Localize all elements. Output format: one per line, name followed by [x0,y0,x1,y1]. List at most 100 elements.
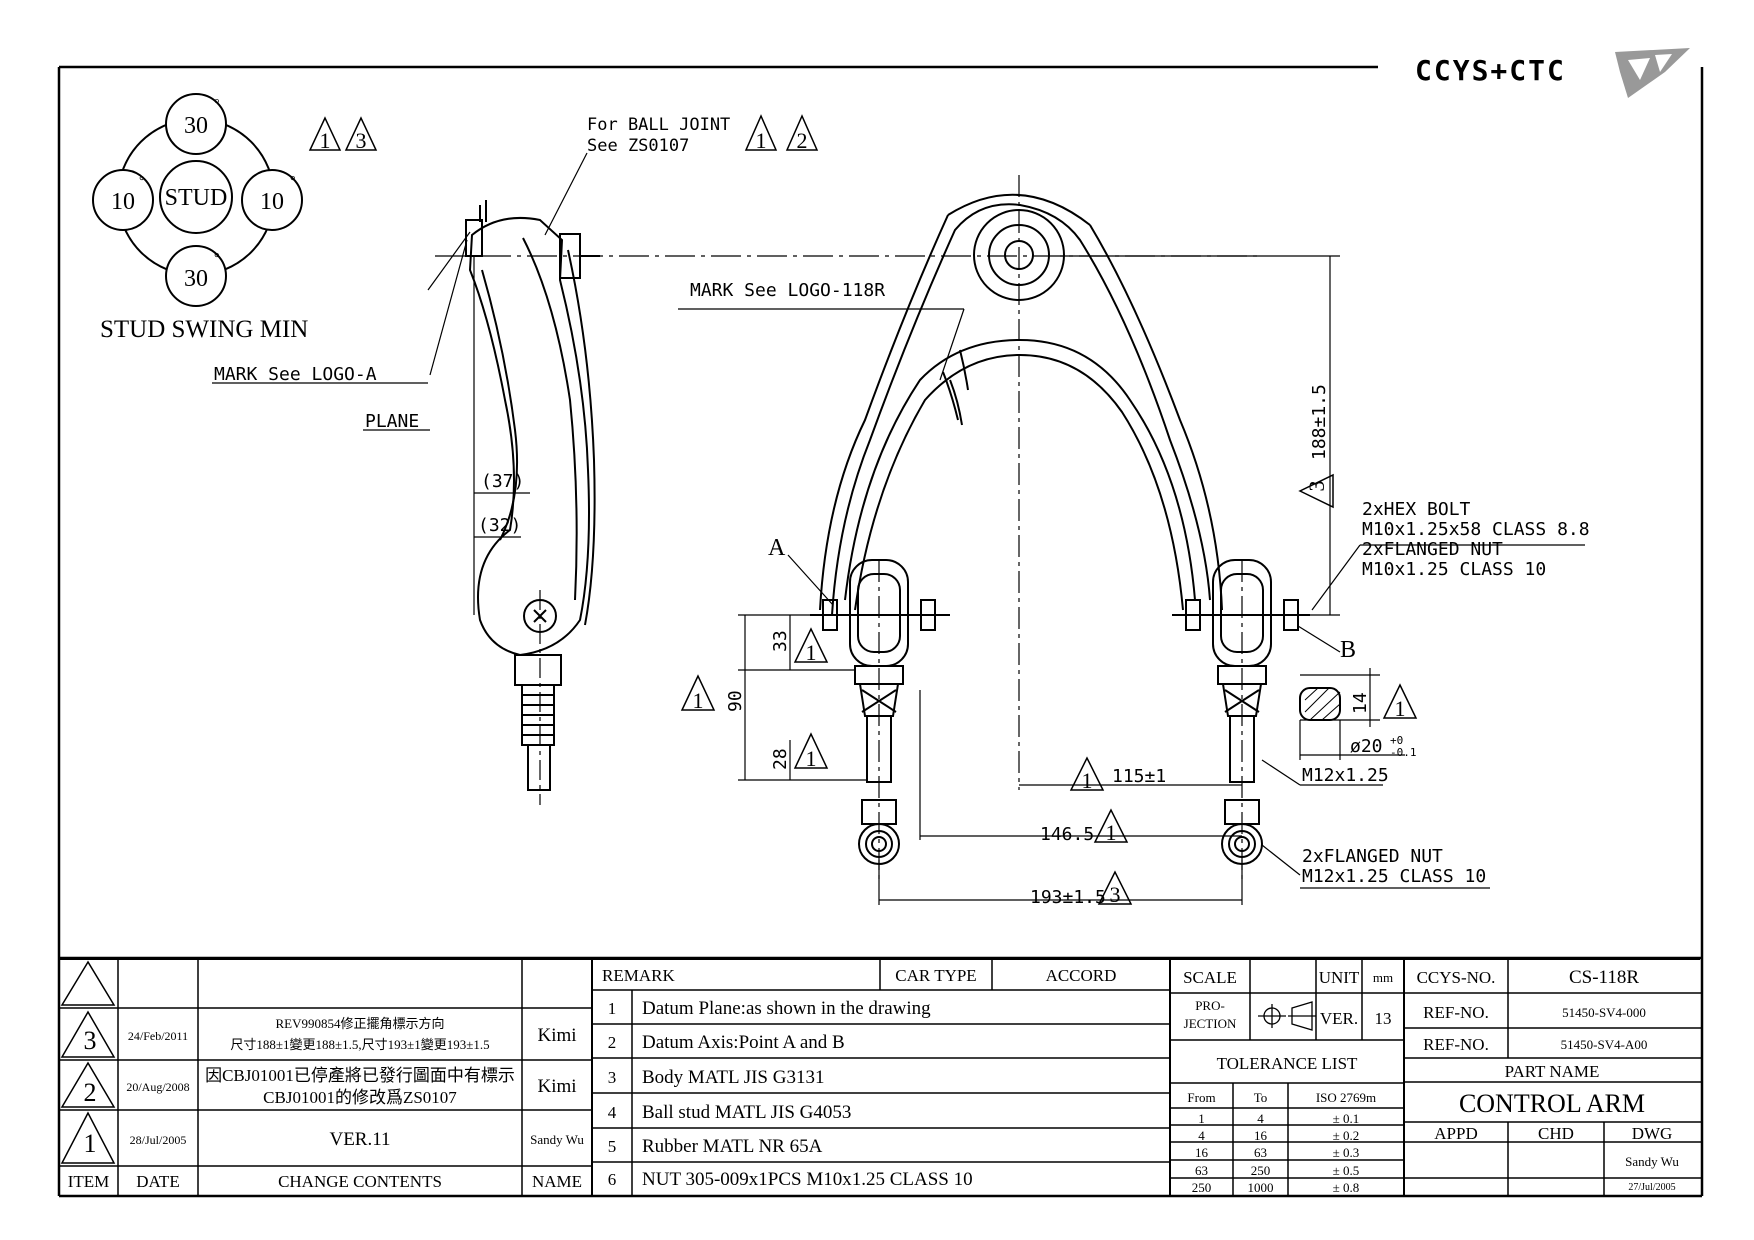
remark-header: REMARK [602,966,675,986]
rev-marker-1: 1 [756,128,767,153]
projection-label-1: PRO- [1195,998,1225,1014]
rev-marker-1: 1 [806,640,817,665]
degree-mark: ° [290,174,296,189]
ccys-no-label: CCYS-NO. [1416,967,1496,987]
drawn-date: 27/Jul/2005 [1628,1181,1676,1193]
remark-no: 4 [607,1102,617,1122]
remark-no: 5 [607,1137,617,1157]
rev-date: 20/Aug/2008 [126,1079,190,1094]
rev-contents-line1: REV990854修正擺角標示方向 [275,1016,445,1032]
degree-mark: ° [139,174,145,189]
rev-marker-1: 1 [693,688,704,713]
dim-115: 115±1 [1112,766,1166,787]
header-date: DATE [136,1172,180,1192]
dim-32: (32) [478,515,521,536]
rev-marker-3: 3 [1110,882,1121,907]
ver-value: 13 [1374,1008,1392,1028]
tol-value: ± 0.2 [1332,1127,1360,1143]
mark-logo-118r: MARK See LOGO-118R [690,280,885,301]
rev-marker-1: 1 [1082,768,1093,793]
rev-name: Kimi [537,1025,577,1047]
bolt-note-1: 2xHEX BOLT [1362,499,1471,520]
tol-value: ± 0.1 [1332,1110,1360,1126]
tol-to: 4 [1257,1110,1264,1126]
tol-value: ± 0.3 [1332,1145,1360,1161]
ref-no-label: REF-NO. [1423,1035,1489,1055]
tol-from: 16 [1195,1145,1208,1161]
tol-to: 63 [1254,1145,1267,1161]
tol-to: 1000 [1247,1180,1274,1196]
logo-text: CCYS+CTC [1415,54,1566,87]
rev-name: Kimi [537,1076,577,1098]
dim-188: 188±1.5 [1309,384,1330,460]
ccys-no-value: CS-118R [1568,966,1640,988]
degree-mark: ° [214,97,220,112]
rev-marker-1: 1 [1395,696,1406,721]
front-view-centerlines [878,175,1243,880]
logo-mark-icon [1615,48,1690,98]
rev-marker-3: 3 [356,128,367,153]
rev-date: 24/Feb/2011 [127,1028,189,1043]
swing-right-value: 10 [260,189,284,215]
dim-28: 28 [770,748,791,770]
tol-to-header: To [1253,1089,1268,1105]
bolt-note-2: M10x1.25x58 CLASS 8.8 [1362,519,1590,540]
swing-top-value: 30 [184,113,208,139]
car-type-value: ACCORD [1045,966,1117,986]
stud-swing-labels: 30 30 10 10 STUD ° ° ° ° STUD SWING MIN [100,97,308,343]
tol-value: ± 0.5 [1332,1163,1360,1179]
part-name-value: CONTROL ARM [1458,1089,1646,1119]
drawn-by: Sandy Wu [1625,1154,1679,1170]
remark-text: Body MATL JIS G3131 [642,1066,825,1088]
ball-joint-text: For BALL JOINT [587,115,730,135]
tol-from: 4 [1198,1127,1205,1143]
tol-minus: -0.1 [1390,746,1417,759]
rev-marker-3: 3 [1304,481,1329,492]
tol-std-header: ISO 2769m [1315,1089,1377,1105]
ball-joint-callout: For BALL JOINT See ZS0107 [587,115,730,156]
dim-37: (37) [481,471,524,492]
header-change-contents: CHANGE CONTENTS [278,1172,442,1192]
front-view-arm [810,193,1341,865]
title-block-triangles [60,960,116,1164]
dim-193: 193±1.5 [1030,887,1106,908]
tol-from: 1 [1198,1110,1205,1126]
ver-label: VER. [1319,1008,1359,1028]
dimension-labels: 188±1.5 115±1 146.5 193±1.5 33 90 28 14 … [725,384,1590,908]
remark-text: Datum Plane:as shown in the drawing [642,998,931,1020]
rev-marker-1: 1 [320,128,331,153]
scale-value [1250,960,1316,995]
ball-joint-ref: See ZS0107 [587,136,689,156]
rev-contents-line2: 尺寸188±1變更188±1.5,尺寸193±1變更193±1.5 [230,1037,490,1053]
revision-markers-drawing [680,473,1418,905]
rev-contents-line1: VER.11 [329,1129,391,1151]
header-item: ITEM [67,1172,110,1192]
tol-value: ± 0.8 [1332,1180,1360,1196]
ref-no-label: REF-NO. [1423,1002,1489,1022]
tol-from: 250 [1191,1180,1212,1196]
part-name-label: PART NAME [1504,1062,1600,1082]
header-name: NAME [531,1172,583,1192]
unit-value: mm [1372,969,1394,985]
tol-to: 16 [1254,1127,1267,1143]
stud-swing-title: STUD SWING MIN [100,316,308,343]
degree-mark: ° [214,251,220,266]
rev-marker-1: 1 [1106,820,1117,845]
rev-marker-1: 1 [806,746,817,771]
remark-no: 2 [607,1033,617,1053]
plane-label: PLANE [365,411,419,432]
rev-marker-2: 2 [797,128,808,153]
swing-left-value: 10 [111,189,135,215]
rev-item: 1 [83,1129,97,1159]
side-view-dimensions [212,231,965,615]
remark-text: Rubber MATL NR 65A [642,1136,823,1158]
remark-text: Ball stud MATL JIS G4053 [642,1101,852,1123]
remark-no: 1 [607,999,617,1019]
rev-contents-line2: CBJ01001的修改爲ZS0107 [263,1088,457,1108]
dim-90: 90 [725,690,746,712]
revision-markers-top [308,114,819,151]
stud-label: STUD [165,185,228,211]
stud-swing-diagram [92,93,303,307]
rev-name: Sandy Wu [530,1132,584,1148]
